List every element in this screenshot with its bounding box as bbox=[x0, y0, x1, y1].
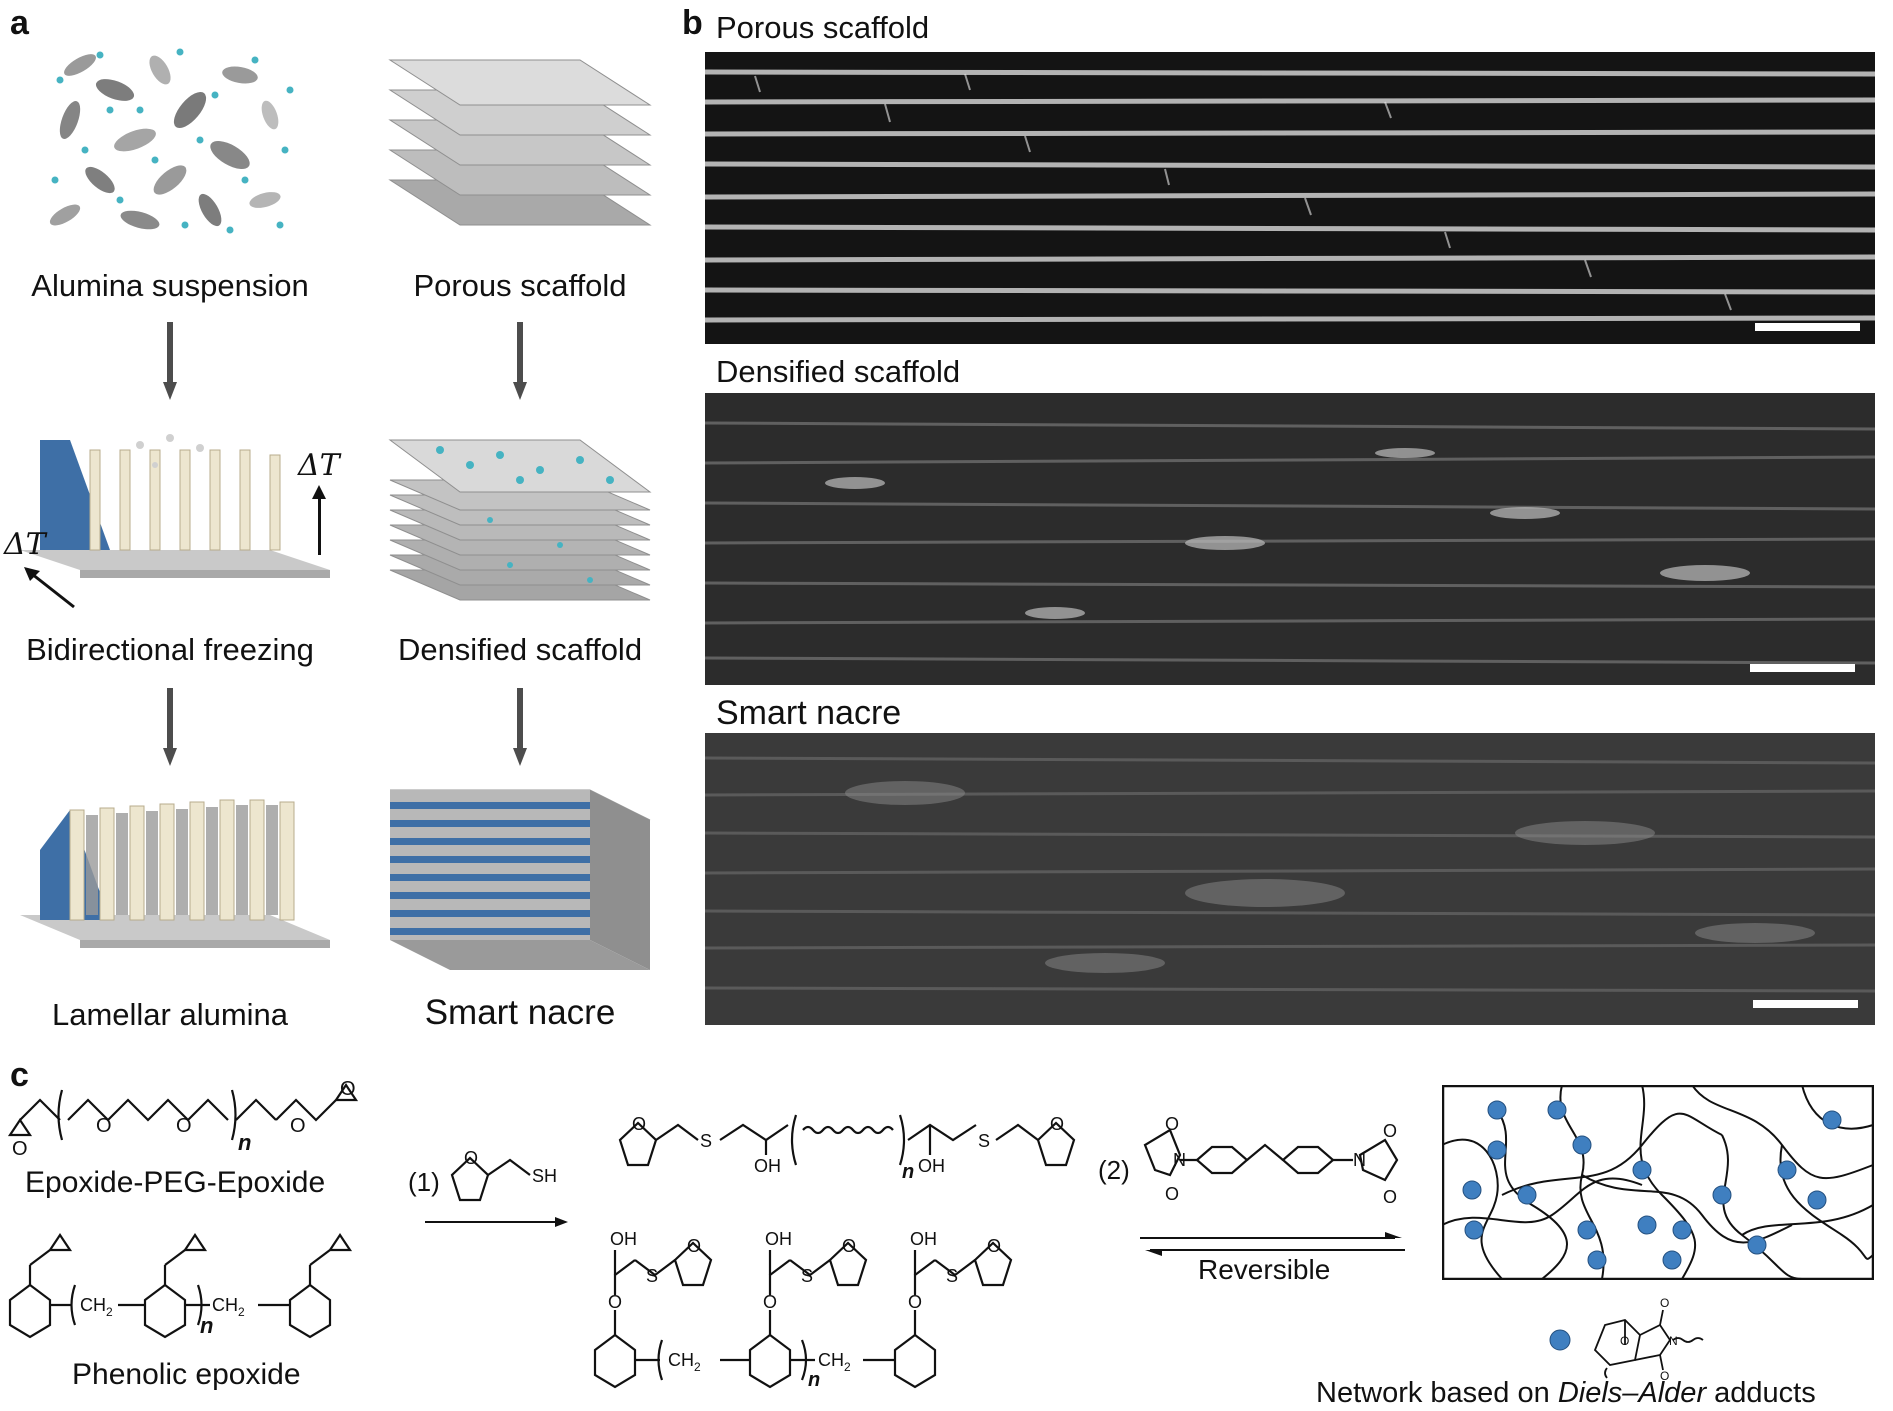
step-2-label: (2) bbox=[1098, 1155, 1130, 1185]
arrow-down-2 bbox=[163, 688, 177, 766]
delta-t-vertical-arrow bbox=[312, 485, 326, 555]
svg-text:O: O bbox=[1165, 1115, 1179, 1134]
svg-text:n: n bbox=[902, 1161, 914, 1183]
svg-text:O: O bbox=[908, 1292, 922, 1312]
svg-text:O: O bbox=[1383, 1187, 1397, 1207]
bidirectional-freezing-illustration bbox=[20, 434, 330, 578]
arrow-down-1 bbox=[163, 322, 177, 400]
svg-text:n: n bbox=[808, 1369, 820, 1391]
network-caption: Network based on Diels–Alder adducts bbox=[1316, 1377, 1816, 1410]
scale-bar-porous bbox=[1755, 323, 1860, 331]
epoxide-peg-structure: O O O O O n bbox=[7, 1078, 359, 1160]
svg-text:OH: OH bbox=[610, 1229, 637, 1249]
svg-text:S: S bbox=[946, 1266, 958, 1286]
svg-text:N: N bbox=[1669, 1334, 1678, 1348]
delta-t-horizontal-label: ΔT bbox=[4, 527, 46, 562]
caption-porous-scaffold: Porous scaffold bbox=[413, 268, 627, 303]
porous-scaffold-illustration bbox=[388, 59, 652, 226]
arrow-down-3 bbox=[513, 322, 527, 400]
svg-text:O: O bbox=[1050, 1114, 1064, 1134]
sem-label-densified-scaffold: Densified scaffold bbox=[716, 354, 961, 389]
epoxide-o-right: O bbox=[340, 1078, 356, 1100]
sem-image-porous-scaffold bbox=[705, 52, 1875, 344]
svg-text:S: S bbox=[801, 1266, 813, 1286]
svg-text:O: O bbox=[763, 1292, 777, 1312]
svg-text:O: O bbox=[1660, 1296, 1669, 1310]
panel-letter-a: a bbox=[10, 4, 29, 42]
smart-nacre-illustration bbox=[390, 789, 651, 970]
panel-letter-b: b bbox=[682, 4, 703, 42]
svg-text:CH2: CH2 bbox=[818, 1350, 851, 1374]
phenolic-ch2-1: CH2 bbox=[80, 1295, 113, 1319]
furan-peg-product-structure: O S OH OH S O n bbox=[618, 1114, 1076, 1183]
svg-text:O: O bbox=[1620, 1334, 1629, 1348]
diels-alder-adduct-legend: O O N O bbox=[1549, 1296, 1704, 1380]
scale-bar-smart-nacre bbox=[1753, 1000, 1858, 1008]
svg-text:O: O bbox=[987, 1236, 1001, 1256]
phenolic-n-subscript: n bbox=[200, 1313, 213, 1338]
svg-text:S: S bbox=[646, 1266, 658, 1286]
svg-text:N: N bbox=[1353, 1150, 1366, 1170]
diels-alder-network-box bbox=[1442, 1085, 1874, 1280]
sem-label-porous-scaffold: Porous scaffold bbox=[716, 10, 930, 45]
arrow-down-4 bbox=[513, 688, 527, 766]
svg-text:O: O bbox=[842, 1236, 856, 1256]
peg-o-2: O bbox=[176, 1115, 192, 1137]
network-caption-post: adducts bbox=[1706, 1377, 1816, 1409]
svg-text:O: O bbox=[1165, 1184, 1179, 1204]
peg-n-subscript: n bbox=[238, 1130, 251, 1155]
caption-smart-nacre: Smart nacre bbox=[424, 993, 616, 1032]
delta-t-horizontal-arrow bbox=[24, 567, 75, 609]
panel-letter-c: c bbox=[10, 1056, 29, 1094]
lamellar-alumina-illustration bbox=[20, 799, 330, 948]
caption-bidirectional-freezing: Bidirectional freezing bbox=[26, 632, 314, 667]
reversible-label: Reversible bbox=[1198, 1254, 1331, 1285]
svg-text:OH: OH bbox=[765, 1229, 792, 1249]
sem-label-smart-nacre: Smart nacre bbox=[716, 694, 902, 732]
label-epoxide-peg-epoxide: Epoxide-PEG-Epoxide bbox=[25, 1166, 326, 1199]
svg-text:O: O bbox=[1383, 1121, 1397, 1141]
scale-bar-densified bbox=[1750, 664, 1855, 672]
densified-scaffold-illustration bbox=[388, 439, 652, 601]
bismaleimide-structure: OON NOO bbox=[1143, 1115, 1399, 1207]
svg-text:O: O bbox=[632, 1114, 646, 1134]
reversible-arrows bbox=[1140, 1232, 1405, 1256]
svg-text:O: O bbox=[1660, 1369, 1669, 1380]
svg-text:N: N bbox=[1173, 1150, 1186, 1170]
step-1-label: (1) bbox=[408, 1167, 440, 1197]
caption-densified-scaffold: Densified scaffold bbox=[397, 632, 643, 667]
svg-text:CH2: CH2 bbox=[668, 1350, 701, 1374]
svg-text:OH: OH bbox=[910, 1229, 937, 1249]
svg-text:O: O bbox=[687, 1236, 701, 1256]
network-caption-em: Diels–Alder bbox=[1557, 1377, 1707, 1409]
peg-o-1: O bbox=[96, 1115, 112, 1137]
svg-text:O: O bbox=[608, 1292, 622, 1312]
caption-lamellar-alumina: Lamellar alumina bbox=[51, 997, 289, 1032]
caption-alumina-suspension: Alumina suspension bbox=[31, 268, 309, 303]
furfuryl-thiol-structure: O SH bbox=[450, 1148, 557, 1202]
sh-label: SH bbox=[532, 1166, 557, 1186]
sem-image-densified-scaffold bbox=[705, 393, 1875, 685]
alumina-suspension-illustration bbox=[49, 48, 294, 234]
svg-text:O: O bbox=[464, 1148, 478, 1168]
sem-image-smart-nacre bbox=[705, 733, 1875, 1025]
network-caption-pre: Network based on bbox=[1316, 1377, 1558, 1409]
furan-phenolic-product-structure: O OH S O O OH S O O OH S O CH2 CH2 n bbox=[593, 1229, 1013, 1391]
bead-legend-icon bbox=[1549, 1329, 1571, 1351]
phenolic-epoxide-structure: CH2 CH2 n bbox=[8, 1233, 353, 1339]
svg-text:OH: OH bbox=[918, 1156, 945, 1176]
delta-t-vertical-label: ΔT bbox=[298, 448, 340, 483]
label-phenolic-epoxide: Phenolic epoxide bbox=[72, 1358, 301, 1391]
svg-text:S: S bbox=[978, 1131, 990, 1151]
peg-o-3: O bbox=[290, 1115, 306, 1137]
svg-text:OH: OH bbox=[754, 1156, 781, 1176]
svg-text:S: S bbox=[700, 1131, 712, 1151]
phenolic-ch2-2: CH2 bbox=[212, 1295, 245, 1319]
epoxide-o-left: O bbox=[12, 1138, 28, 1160]
reaction-arrow-1 bbox=[425, 1217, 568, 1227]
